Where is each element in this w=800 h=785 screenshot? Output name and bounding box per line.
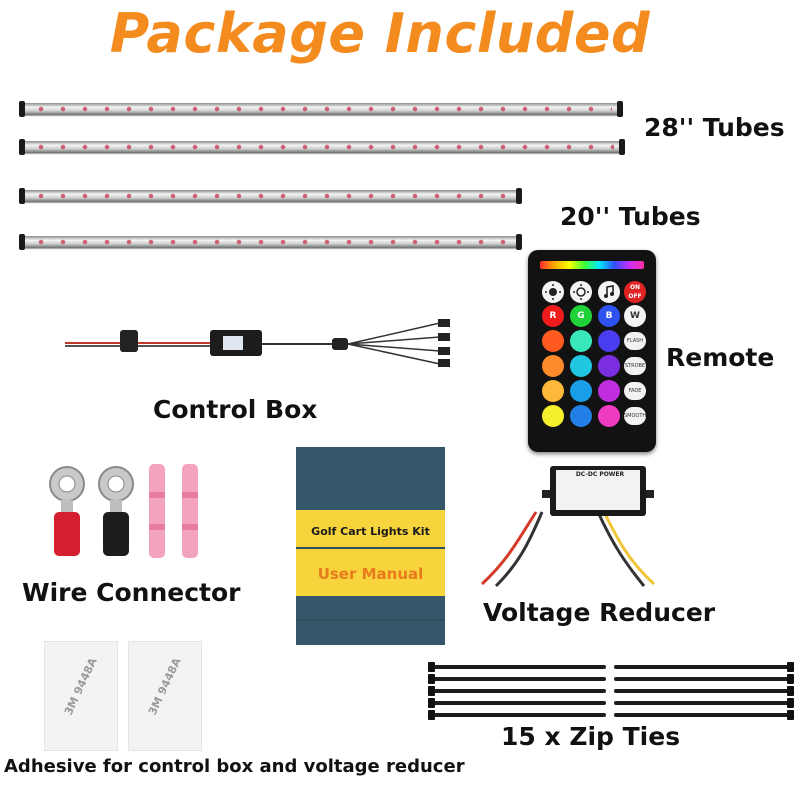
label-control-box: Control Box [153,395,318,424]
brightness-down-icon [570,281,592,303]
color-button [598,405,620,427]
zip-tie [428,674,606,684]
adhesive-pad-2 [128,641,202,751]
led-tube-28-1 [19,101,623,117]
on-off-button: ON OFF [624,281,646,303]
zip-tie [614,662,794,672]
label-20-tubes: 20'' Tubes [560,202,701,231]
color-button [598,380,620,402]
color-button [542,355,564,377]
fuse-holder [120,330,138,352]
user-manual: Golf Cart Lights Kit User Manual [296,447,445,645]
strobe-button: STROBE [624,357,646,375]
label-voltage-reducer: Voltage Reducer [483,598,716,627]
blue-button: B [598,305,620,327]
brightness-up-icon [542,281,564,303]
green-button: G [570,305,592,327]
voltage-reducer [480,466,656,588]
led-tube-20-1 [19,188,522,204]
zip-tie [428,686,606,696]
zip-tie [614,698,794,708]
white-button: W [624,305,646,327]
zip-tie [428,698,606,708]
label-zip-ties: 15 x Zip Ties [501,722,681,751]
manual-title: User Manual [317,565,424,583]
color-button [542,330,564,352]
manual-product-name: Golf Cart Lights Kit [311,525,430,538]
smooth-button: SMOOTH [624,407,646,425]
color-button [598,330,620,352]
color-button [570,355,592,377]
color-button [542,405,564,427]
color-button [570,405,592,427]
zip-tie [614,710,794,720]
flash-button: FLASH [624,332,646,350]
adhesive-pad-1 [44,641,118,751]
zip-tie [428,662,606,672]
led-tube-28-2 [19,139,625,155]
wire-connectors [49,464,198,558]
led-tube-20-2 [19,234,522,250]
reducer-label: DC-DC POWER [575,471,625,478]
color-button [542,380,564,402]
color-button [570,330,592,352]
zip-tie [614,674,794,684]
remote-color-strip [540,261,644,269]
label-wire-connector: Wire Connector [22,578,241,607]
music-note-icon [598,281,620,303]
color-button [598,355,620,377]
label-adhesive: Adhesive for control box and voltage red… [4,756,465,777]
remote-control: ON OFF R G B W FLASH STROBE FADE SMOOTH [528,250,656,452]
control-box-assembly [65,319,450,367]
red-button: R [542,305,564,327]
color-button [570,380,592,402]
fade-button: FADE [624,382,646,400]
label-remote: Remote [666,343,775,372]
zip-tie [428,710,606,720]
label-28-tubes: 28'' Tubes [644,113,785,142]
zip-tie [614,686,794,696]
page-title: Package Included [109,2,651,65]
